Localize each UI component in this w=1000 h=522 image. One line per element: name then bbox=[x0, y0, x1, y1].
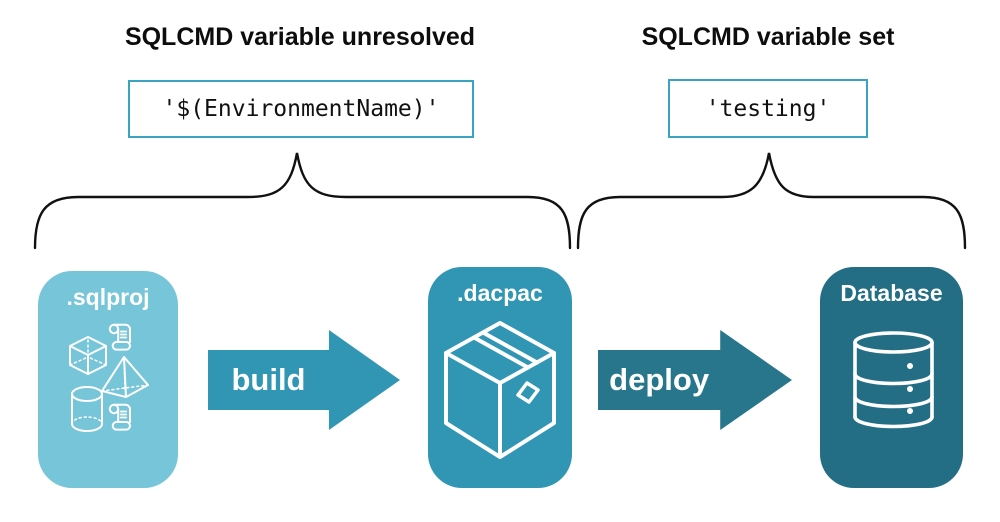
database-icon bbox=[853, 331, 934, 429]
sqlproj-label: .sqlproj bbox=[66, 284, 150, 310]
code-text-testing: 'testing' bbox=[705, 95, 831, 122]
build-arrow-label: build bbox=[231, 362, 306, 397]
deploy-arrow: deploy bbox=[598, 330, 792, 430]
pyramid-icon bbox=[101, 356, 149, 398]
heading-sqlcmd-set: SQLCMD variable set bbox=[641, 23, 895, 51]
db-dot bbox=[907, 408, 913, 414]
code-text-environment-name: '$(EnvironmentName)' bbox=[162, 96, 440, 122]
sqlproj-icons bbox=[69, 323, 149, 432]
deploy-arrow-label: deploy bbox=[609, 362, 710, 397]
cylinder-icon bbox=[71, 386, 103, 432]
card-dacpac: .dacpac bbox=[428, 267, 572, 488]
database-label: Database bbox=[840, 280, 943, 306]
scroll-icon bbox=[108, 323, 131, 351]
scroll-icon bbox=[108, 403, 131, 431]
brace-right bbox=[576, 152, 967, 250]
card-sqlproj: .sqlproj bbox=[38, 271, 178, 488]
heading-sqlcmd-unresolved: SQLCMD variable unresolved bbox=[124, 23, 476, 51]
dacpac-label: .dacpac bbox=[457, 280, 543, 306]
cube-icon bbox=[69, 336, 107, 375]
code-box-testing: 'testing' bbox=[668, 79, 868, 138]
code-box-environment-name: '$(EnvironmentName)' bbox=[128, 80, 474, 138]
build-arrow: build bbox=[208, 330, 400, 430]
db-dot bbox=[907, 363, 913, 369]
card-database: Database bbox=[820, 267, 963, 488]
package-icon bbox=[444, 321, 556, 459]
db-dot bbox=[907, 386, 913, 392]
brace-left bbox=[33, 152, 572, 250]
